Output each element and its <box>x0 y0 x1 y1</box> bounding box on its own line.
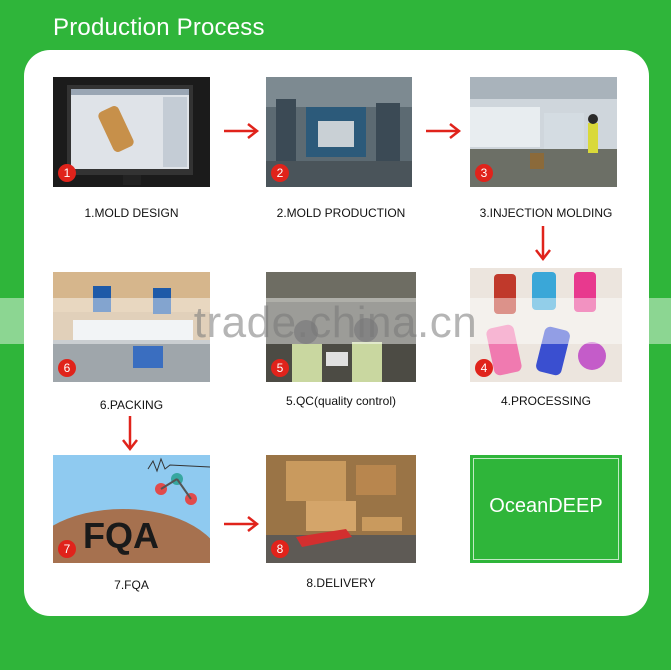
arrow-right-icon <box>426 123 462 139</box>
watermark-band <box>0 298 671 344</box>
arrow-right-icon <box>224 123 260 139</box>
processing-photo: 4 <box>470 268 622 382</box>
fqa-image-text: FQA <box>83 515 159 556</box>
mold-production-photo: 2 <box>266 77 412 187</box>
fqa-photo: FQA 7 <box>53 455 210 563</box>
caption-step-5: 5.QC(quality control) <box>285 394 397 408</box>
caption-step-7: 7.FQA <box>114 578 149 592</box>
arrow-down-icon <box>535 226 551 262</box>
qc-photo: 5 <box>266 272 416 382</box>
step-3-badge: 3 <box>475 164 493 182</box>
phone-cases-illustration <box>486 272 606 376</box>
mold-machine-illustration <box>266 77 412 187</box>
caption-step-6: 6.PACKING <box>99 398 164 412</box>
mold-design-photo: 1 <box>53 77 210 187</box>
caption-step-3: 3.INJECTION MOLDING <box>479 206 613 220</box>
brand-logo: OceanDEEP <box>470 455 622 563</box>
arrow-right-icon <box>224 516 260 532</box>
delivery-photo: 8 <box>266 455 416 563</box>
step-4-badge: 4 <box>475 359 493 377</box>
fqa-illustration <box>53 455 210 563</box>
step-5-badge: 5 <box>271 359 289 377</box>
warehouse-pallets-illustration <box>266 455 416 563</box>
logo-text: OceanDEEP <box>489 495 603 517</box>
page-title: Production Process <box>53 14 265 41</box>
caption-step-2: 2.MOLD PRODUCTION <box>276 206 406 220</box>
step-7-badge: 7 <box>58 540 76 558</box>
step-6-badge: 6 <box>58 359 76 377</box>
arrow-down-icon <box>122 416 138 452</box>
injection-molding-photo: 3 <box>470 77 617 187</box>
caption-step-1: 1.MOLD DESIGN <box>84 206 179 220</box>
caption-step-8: 8.DELIVERY <box>306 576 376 590</box>
qc-workers-illustration <box>266 272 416 382</box>
caption-step-4: 4.PROCESSING <box>500 394 592 408</box>
factory-floor-illustration <box>470 77 617 187</box>
watermark-text: trade.china.cn <box>193 298 478 347</box>
step-2-badge: 2 <box>271 164 289 182</box>
step-8-badge: 8 <box>271 540 289 558</box>
packing-photo: 6 <box>53 272 210 382</box>
computer-monitor-illustration <box>67 85 193 185</box>
step-1-badge: 1 <box>58 164 76 182</box>
packing-line-illustration <box>53 272 210 382</box>
